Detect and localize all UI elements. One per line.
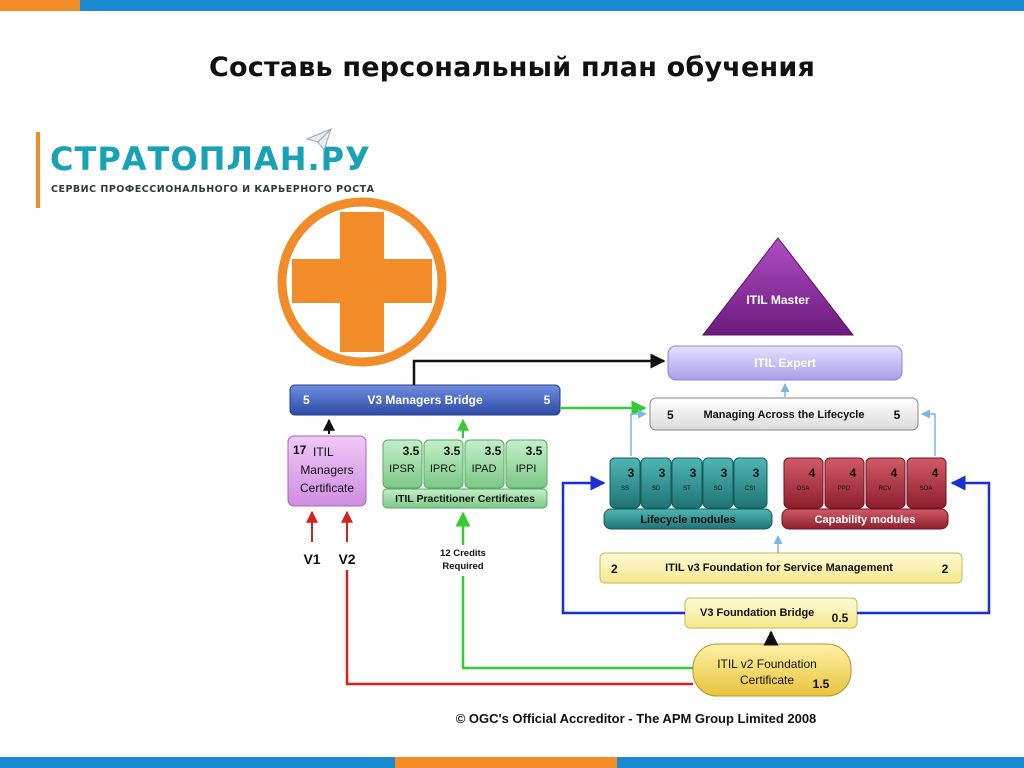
itil-expert-label: ITIL Expert — [754, 356, 816, 370]
capability-module: 4 RCV — [865, 457, 906, 509]
managers-cert-line3: Certificate — [300, 481, 354, 495]
arrow-bridge-to-capability — [857, 475, 991, 615]
arrow-v2foundation-to-v2 — [345, 570, 693, 686]
v3-foundation-credit-left: 2 — [611, 562, 618, 576]
svg-text:CSI: CSI — [745, 486, 755, 492]
svg-text:4: 4 — [809, 466, 816, 480]
credits-note-line2: Required — [442, 561, 483, 572]
svg-text:IPPI: IPPI — [516, 463, 537, 475]
svg-text:4: 4 — [891, 466, 898, 480]
capability-group: 4 OSA 4 PPO 4 RCV 4 SOA Capability modul… — [781, 457, 949, 530]
practitioner-module: 3.5 IPAD — [464, 439, 505, 489]
itil-master-label: ITIL Master — [746, 293, 809, 307]
v3-foundation-label: ITIL v3 Foundation for Service Managemen… — [665, 562, 893, 574]
practitioner-module: 3.5 IPSR — [382, 439, 423, 489]
lifecycle-label: Lifecycle modules — [640, 514, 735, 526]
practitioner-label: ITIL Practitioner Certificates — [395, 493, 535, 505]
mall-node: 5 Managing Across the Lifecycle 5 — [649, 397, 919, 431]
svg-text:IPRC: IPRC — [430, 463, 456, 475]
paper-plane-icon — [306, 128, 332, 152]
capability-module: 4 SOA — [906, 457, 947, 509]
svg-text:3: 3 — [628, 466, 635, 480]
bottom-accent-bar — [0, 757, 1024, 768]
svg-text:4: 4 — [932, 466, 939, 480]
top-accent-bar-orange — [0, 0, 80, 11]
credits-note-line1: 12 Credits — [440, 548, 486, 559]
svg-text:3.5: 3.5 — [444, 444, 461, 458]
mall-credit-left: 5 — [667, 408, 674, 422]
mall-label: Managing Across the Lifecycle — [704, 409, 865, 421]
managers-certificate-node: 17 ITIL Managers Certificate — [287, 435, 367, 507]
svg-text:IPSR: IPSR — [389, 463, 415, 475]
svg-text:3.5: 3.5 — [403, 444, 420, 458]
managers-bridge-label: V3 Managers Bridge — [367, 393, 483, 407]
v3-foundation-credit-right: 2 — [942, 562, 949, 576]
lifecycle-module: 3 SO — [702, 457, 734, 509]
v2-foundation-line2: Certificate — [740, 673, 794, 687]
capability-module: 4 OSA — [783, 457, 824, 509]
logo-name: СТРАТОПЛАН.РУ — [50, 140, 371, 178]
plus-icon — [277, 197, 447, 367]
svg-text:RCV: RCV — [879, 486, 892, 492]
practitioner-module: 3.5 IPRC — [423, 439, 464, 489]
lifecycle-module: 3 ST — [671, 457, 703, 509]
v3-foundation-node: 2 ITIL v3 Foundation for Service Managem… — [599, 552, 963, 584]
capability-module: 4 PPO — [824, 457, 865, 509]
managers-bridge-credit-right: 5 — [544, 393, 551, 407]
logo-accent-bar — [36, 132, 40, 208]
v1-label: V1 — [303, 551, 320, 567]
v3-foundation-bridge-label: V3 Foundation Bridge — [700, 607, 814, 619]
arrow-bridge-to-expert — [412, 353, 666, 385]
v2-foundation-node: ITIL v2 Foundation Certificate 1.5 — [692, 643, 852, 697]
practitioner-group: 3.5 IPSR 3.5 IPRC 3.5 IPAD 3.5 IPPI ITIL… — [382, 439, 548, 509]
svg-text:IPAD: IPAD — [472, 463, 497, 475]
v2-foundation-line1: ITIL v2 Foundation — [717, 657, 817, 671]
v3-foundation-bridge-node: V3 Foundation Bridge 0.5 — [684, 597, 858, 629]
v3-foundation-bridge-credits: 0.5 — [832, 611, 849, 625]
svg-text:SOA: SOA — [920, 486, 933, 492]
managers-cert-line1: ITIL — [313, 445, 334, 459]
svg-text:ST: ST — [683, 486, 691, 492]
managers-bridge-node: 5 V3 Managers Bridge 5 — [289, 384, 561, 416]
svg-text:3: 3 — [753, 466, 760, 480]
arrow-lifecycle-to-mall — [630, 409, 647, 456]
svg-text:OSA: OSA — [797, 486, 810, 492]
svg-text:SS: SS — [621, 486, 629, 492]
lifecycle-group: 3 SS 3 SD 3 ST 3 SO 3 CSI Lifecycle modu… — [603, 457, 773, 530]
lifecycle-module: 3 SS — [609, 457, 641, 509]
itil-master-node: ITIL Master — [701, 237, 855, 336]
lifecycle-module: 3 CSI — [733, 457, 768, 509]
svg-text:3.5: 3.5 — [485, 444, 502, 458]
managers-cert-line2: Managers — [300, 463, 353, 477]
top-accent-bar-blue — [80, 0, 1024, 11]
arrow-capability-to-mall — [921, 409, 936, 456]
copyright-footer: © OGC's Official Accreditor - The APM Gr… — [455, 711, 817, 726]
svg-text:SO: SO — [714, 486, 723, 492]
managers-cert-credits: 17 — [293, 443, 307, 457]
svg-text:4: 4 — [850, 466, 857, 480]
lifecycle-module: 3 SD — [640, 457, 672, 509]
v2-label: V2 — [338, 551, 355, 567]
itil-expert-node: ITIL Expert — [667, 345, 903, 381]
svg-text:3.5: 3.5 — [526, 444, 543, 458]
v2-foundation-credits: 1.5 — [813, 677, 830, 691]
svg-text:SD: SD — [652, 486, 661, 492]
svg-text:3: 3 — [721, 466, 728, 480]
mall-credit-right: 5 — [894, 408, 901, 422]
arrow-v2foundation-to-practitioner — [461, 576, 693, 670]
capability-label: Capability modules — [815, 514, 916, 526]
slide-title: Составь персональный план обучения — [208, 52, 816, 83]
practitioner-module: 3.5 IPPI — [505, 439, 548, 489]
svg-text:3: 3 — [690, 466, 697, 480]
managers-bridge-credit-left: 5 — [303, 393, 310, 407]
svg-text:3: 3 — [659, 466, 666, 480]
logo-tagline: СЕРВИС ПРОФЕССИОНАЛЬНОГО И КАРЬЕРНОГО РО… — [51, 184, 375, 195]
svg-text:PPO: PPO — [838, 486, 851, 492]
arrow-bridge-to-lifecycle — [561, 475, 685, 615]
